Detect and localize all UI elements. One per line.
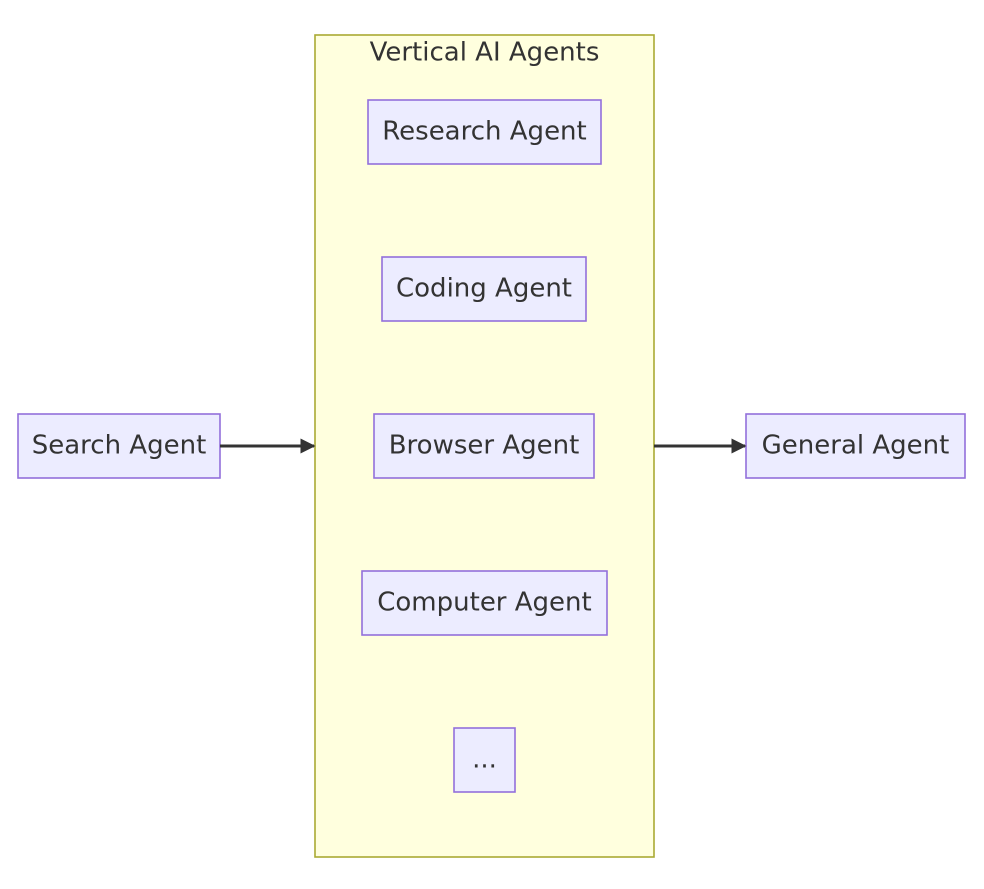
coding-agent-box — [381, 256, 587, 322]
browser-agent-node: Browser Agent — [373, 413, 595, 479]
computer-agent-box — [361, 570, 608, 636]
computer-agent-node: Computer Agent — [361, 570, 608, 636]
coding-agent-label: Coding Agent — [396, 274, 572, 304]
research-agent-box — [367, 99, 602, 165]
browser-agent-label: Browser Agent — [389, 431, 580, 461]
vertical-agents-group-title: Vertical AI Agents — [370, 38, 600, 68]
search-agent-node: Search Agent — [17, 413, 221, 479]
browser-agent-box — [373, 413, 595, 479]
search-agent-box — [17, 413, 221, 479]
vertical-agents-group: Vertical AI Agents Research Agent Coding… — [314, 34, 655, 858]
general-agent-label: General Agent — [762, 431, 950, 461]
computer-agent-label: Computer Agent — [377, 588, 591, 618]
coding-agent-node: Coding Agent — [381, 256, 587, 322]
more-agents-label: ... — [472, 745, 497, 775]
more-agents-box — [453, 727, 516, 793]
general-agent-node: General Agent — [745, 413, 966, 479]
research-agent-label: Research Agent — [382, 117, 586, 147]
more-agents-node: ... — [453, 727, 516, 793]
search-agent-label: Search Agent — [32, 431, 207, 461]
research-agent-node: Research Agent — [367, 99, 602, 165]
